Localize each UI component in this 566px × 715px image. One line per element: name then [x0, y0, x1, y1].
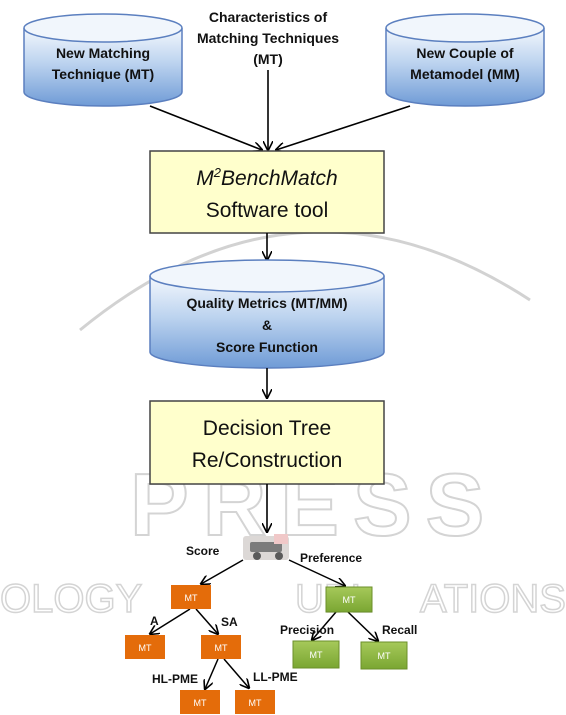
green-nodes: MT MT MT: [292, 586, 408, 670]
svg-text:MT: MT: [215, 643, 228, 653]
decision-box: Decision Tree Re/Construction: [149, 400, 385, 485]
edge-label-a: A: [150, 614, 159, 628]
edge-label-hl-pme: HL-PME: [152, 672, 198, 686]
cylinder-new-mt-line2: Technique (MT): [52, 66, 154, 82]
svg-text:MT: MT: [194, 698, 207, 708]
tree-edges: [150, 559, 378, 689]
tree-node-ll-pme: MT: [235, 690, 275, 714]
svg-text:MT: MT: [378, 651, 391, 661]
arrow-mt-to-tool: [149, 105, 262, 150]
quality-line1: Quality Metrics (MT/MM): [186, 295, 347, 311]
watermark-ations: ATIONS: [420, 577, 566, 621]
characteristics-line1: Characteristics of: [209, 9, 328, 25]
characteristics-label: Characteristics of Matching Techniques (…: [197, 9, 339, 67]
edge-label-preference: Preference: [300, 551, 362, 565]
svg-text:MT: MT: [343, 595, 356, 605]
tree-node-a: MT: [125, 635, 165, 659]
edge-label-sa: SA: [221, 615, 238, 629]
tree-node-score: MT: [171, 585, 211, 609]
arrow-mm-to-tool: [276, 105, 411, 150]
tree-node-hl-pme: MT: [180, 690, 220, 714]
svg-text:MT: MT: [185, 593, 198, 603]
cylinder-new-mm-line2: Metamodel (MM): [410, 66, 520, 82]
characteristics-line3: (MT): [253, 51, 283, 67]
edge-label-ll-pme: LL-PME: [253, 670, 298, 684]
watermark-ology: OLOGY: [0, 577, 142, 621]
tree-node-precision: MT: [292, 640, 340, 669]
orange-nodes: MT MT MT MT MT: [125, 585, 275, 714]
decision-line1: Decision Tree: [203, 417, 331, 440]
edge-root-to-preference: [288, 559, 345, 586]
tree-node-recall: MT: [360, 641, 408, 670]
edge-root-to-score: [201, 559, 244, 584]
edge-a: [150, 608, 191, 634]
tool-box: M2BenchMatch Software tool: [149, 150, 385, 234]
edge-label-precision: Precision: [280, 623, 334, 637]
tool-name: M2BenchMatch: [196, 165, 337, 190]
svg-text:MT: MT: [310, 650, 323, 660]
tree-node-sa: MT: [201, 635, 241, 659]
edge-label-score: Score: [186, 544, 220, 558]
quality-line3: Score Function: [216, 339, 318, 355]
edge-recall: [347, 611, 378, 641]
edge-hl-pme: [205, 658, 219, 689]
cylinder-new-mt: New Matching Technique (MT): [23, 13, 183, 107]
tree-node-preference: MT: [325, 586, 373, 613]
cylinder-new-mt-line1: New Matching: [56, 45, 150, 61]
svg-text:MT: MT: [249, 698, 262, 708]
cylinder-new-mm: New Couple of Metamodel (MM): [385, 13, 545, 107]
tool-subtitle: Software tool: [206, 199, 329, 222]
characteristics-line2: Matching Techniques: [197, 30, 339, 46]
quality-line2: &: [262, 317, 272, 333]
cylinder-quality: Quality Metrics (MT/MM) & Score Function: [149, 259, 385, 369]
decision-line2: Re/Construction: [192, 449, 343, 472]
arrows-to-tool: [149, 70, 411, 150]
tree-root-icon: [243, 534, 289, 560]
edge-sa: [195, 608, 218, 634]
edge-label-recall: Recall: [382, 623, 417, 637]
edge-precision: [312, 611, 337, 640]
svg-text:MT: MT: [139, 643, 152, 653]
cylinder-new-mm-line1: New Couple of: [416, 45, 514, 61]
edge-ll-pme: [223, 658, 249, 688]
